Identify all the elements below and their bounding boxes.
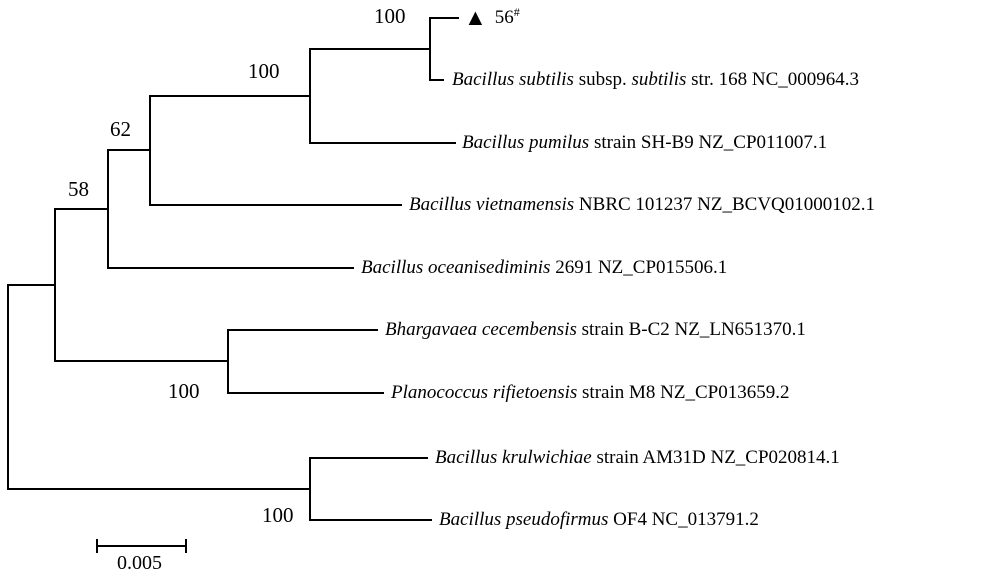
taxon-label: ▲ 56# xyxy=(464,4,520,31)
taxon-name-italic: Bhargavaea cecembensis xyxy=(385,319,577,341)
taxon-name-text: subsp. xyxy=(573,69,632,91)
bootstrap-value: 58 xyxy=(68,177,89,201)
bootstrap-value: 62 xyxy=(110,117,131,141)
taxon-name-text: 56 xyxy=(494,7,514,29)
taxon-name-text: strain B-C2 NZ_LN651370.1 xyxy=(576,319,806,341)
taxon-name-text: strain AM31D NZ_CP020814.1 xyxy=(591,447,840,469)
taxon-name-italic: Planococcus rifietoensis xyxy=(391,382,578,404)
taxon-label: Bhargavaea cecembensis strain B-C2 NZ_LN… xyxy=(385,319,806,341)
taxon-name-italic: Bacillus pumilus xyxy=(462,132,590,154)
taxon-name-text: # xyxy=(513,4,520,19)
taxon-label: Planococcus rifietoensis strain M8 NZ_CP… xyxy=(391,382,789,404)
taxon-label: Bacillus oceanisediminis 2691 NZ_CP01550… xyxy=(361,257,727,279)
taxon-name-italic: subtilis xyxy=(631,69,687,91)
taxon-name-italic: Bacillus oceanisediminis xyxy=(361,257,551,279)
taxon-name-text: strain M8 NZ_CP013659.2 xyxy=(577,382,790,404)
scale-bar-label: 0.005 xyxy=(117,552,162,574)
taxon-name-text: 2691 NZ_CP015506.1 xyxy=(550,257,728,279)
taxon-name-text: NBRC 101237 NZ_BCVQ01000102.1 xyxy=(574,194,876,216)
taxon-label: Bacillus vietnamensis NBRC 101237 NZ_BCV… xyxy=(409,194,875,216)
collapsed-clade-triangle-icon: ▲ xyxy=(464,5,487,31)
taxon-label: Bacillus krulwichiae strain AM31D NZ_CP0… xyxy=(435,447,840,469)
bootstrap-value: 100 xyxy=(168,379,200,403)
taxon-label: Bacillus pseudofirmus OF4 NC_013791.2 xyxy=(439,509,759,531)
taxon-name-text: str. 168 NC_000964.3 xyxy=(686,69,859,91)
bootstrap-value: 100 xyxy=(262,503,294,527)
bootstrap-value: 100 xyxy=(374,4,406,28)
taxon-name-text: OF4 NC_013791.2 xyxy=(608,509,759,531)
taxon-name-italic: Bacillus krulwichiae xyxy=(435,447,592,469)
taxon-name-italic: Bacillus subtilis xyxy=(452,69,574,91)
bootstrap-value: 100 xyxy=(248,59,280,83)
taxon-label: Bacillus subtilis subsp. subtilis str. 1… xyxy=(452,69,859,91)
taxon-name-italic: Bacillus pseudofirmus xyxy=(439,509,609,531)
taxon-name-italic: Bacillus vietnamensis xyxy=(409,194,575,216)
taxon-label: Bacillus pumilus strain SH-B9 NZ_CP01100… xyxy=(462,132,827,154)
taxon-name-text: strain SH-B9 NZ_CP011007.1 xyxy=(589,132,828,154)
